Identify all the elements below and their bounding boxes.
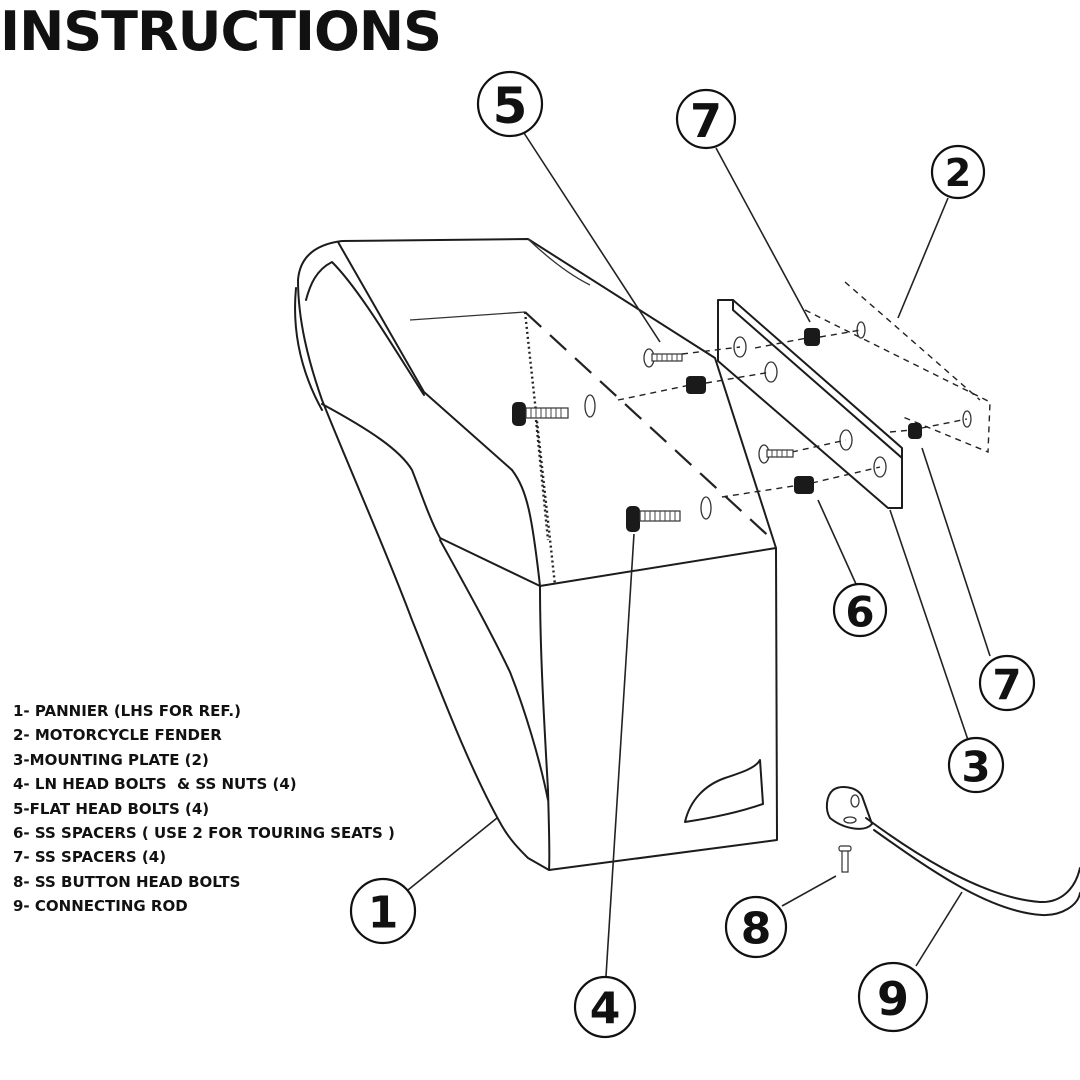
callout-number: 3 <box>961 743 990 792</box>
legend-item-mounting-plate: 3-MOUNTING PLATE (2) <box>13 750 209 769</box>
mounting-plate-drawing <box>717 299 903 509</box>
legend-item-ss-spacers: 7- SS SPACERS (4) <box>13 848 167 867</box>
flat-head-bolt-upper <box>643 348 683 368</box>
callout-number: 1 <box>368 888 399 939</box>
callout-number: 9 <box>877 972 909 1026</box>
callout-4: 4 <box>573 975 637 1039</box>
leader-lines <box>407 132 991 977</box>
callout-number: 2 <box>945 151 971 195</box>
callout-5: 5 <box>476 70 544 138</box>
callout-number: 7 <box>690 94 722 148</box>
callout-1: 1 <box>349 877 417 945</box>
parts-legend: 1- PANNIER (LHS FOR REF.) 2- MOTORCYCLE … <box>13 700 395 920</box>
assembly-lines <box>617 329 968 498</box>
legend-item-ln-head-bolts: 4- LN HEAD BOLTS & SS NUTS (4) <box>13 775 297 794</box>
fender-spacer-lower <box>908 423 922 439</box>
button-head-bolt <box>838 845 852 873</box>
legend-item-pannier: 1- PANNIER (LHS FOR REF.) <box>13 702 241 720</box>
pannier-drawing <box>294 238 778 871</box>
fender-spacer-upper <box>804 328 820 346</box>
callout-7-top: 7 <box>675 88 737 150</box>
spacer-upper <box>686 376 706 394</box>
callout-number: 7 <box>992 661 1021 710</box>
connecting-rod <box>825 786 1080 917</box>
legend-item-connecting-rod: 9- CONNECTING ROD <box>13 897 188 916</box>
legend-item-motorcycle-fender: 2- MOTORCYCLE FENDER <box>13 726 222 745</box>
spacer-lower <box>794 476 814 494</box>
callout-number: 6 <box>845 588 874 637</box>
fender-outline <box>804 281 991 454</box>
callout-3: 3 <box>947 736 1005 794</box>
callout-2: 2 <box>930 144 986 200</box>
callout-number: 5 <box>493 77 528 135</box>
ln-head-bolt-upper <box>512 402 569 426</box>
legend-item-button-head-bolts: 8- SS BUTTON HEAD BOLTS <box>13 872 241 891</box>
page-title: INSTRUCTIONS <box>0 0 442 63</box>
callout-6: 6 <box>832 582 888 638</box>
legend-item-flat-head-bolts: 5-FLAT HEAD BOLTS (4) <box>13 799 210 818</box>
hardware <box>512 328 1080 917</box>
callout-number: 8 <box>741 904 772 955</box>
flat-head-bolt-lower <box>758 444 794 464</box>
callout-9: 9 <box>857 961 929 1033</box>
callout-number: 4 <box>590 984 621 1035</box>
legend-item-ss-spacers-touring: 6- SS SPACERS ( USE 2 FOR TOURING SEATS … <box>13 823 395 842</box>
callout-7-right: 7 <box>978 654 1036 712</box>
ln-head-bolt-lower <box>626 506 681 532</box>
callout-8: 8 <box>724 895 788 959</box>
